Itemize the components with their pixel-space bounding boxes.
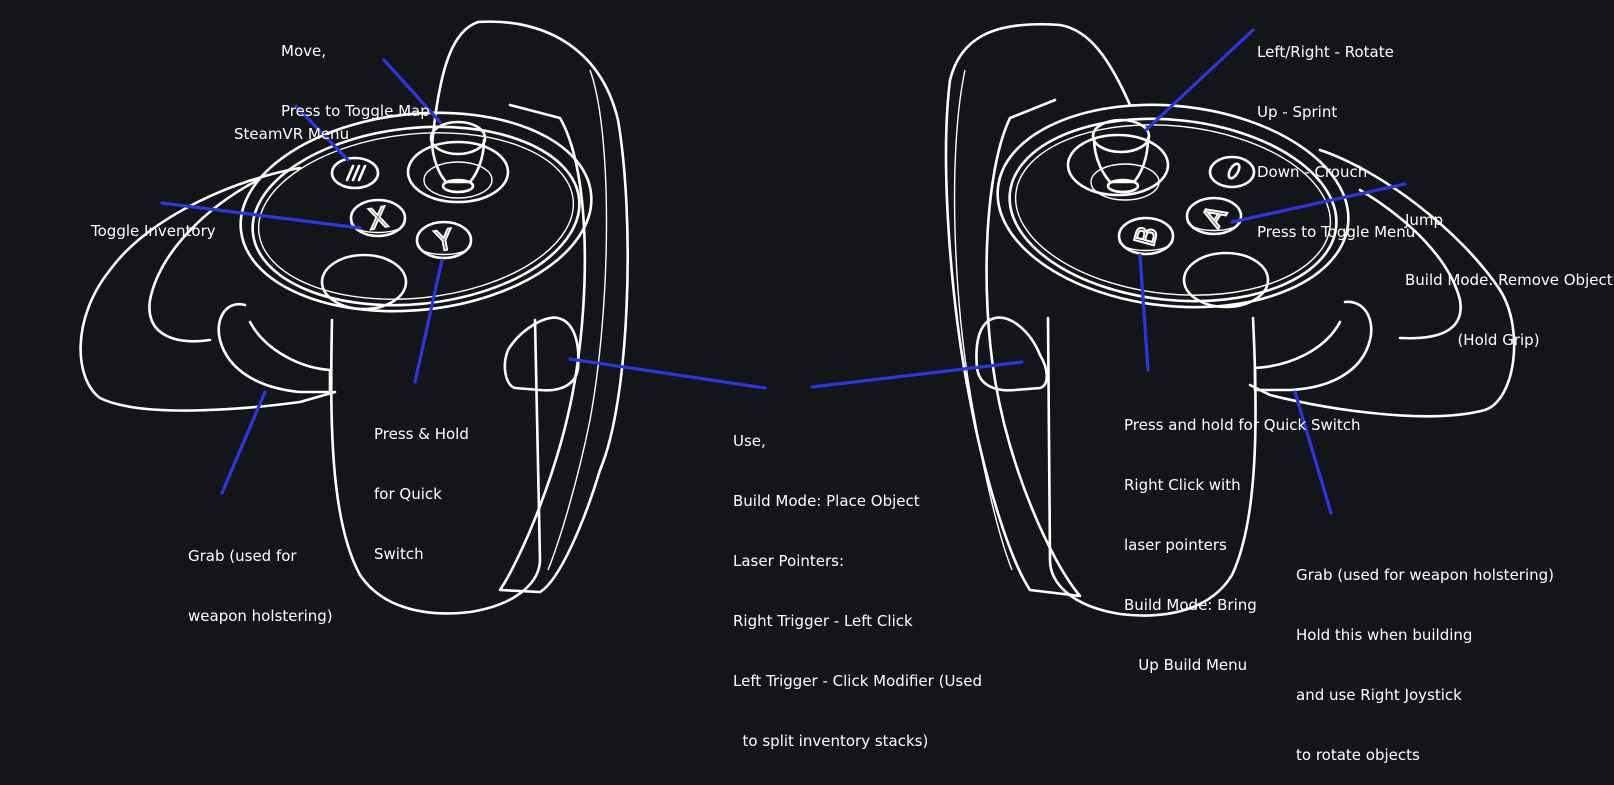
label-line: Up - Sprint xyxy=(1257,103,1338,121)
left-faceplate xyxy=(239,111,593,313)
leader-steamvr-menu xyxy=(294,104,350,162)
leader-y-button xyxy=(413,258,444,384)
leader-right-trigger xyxy=(810,360,1024,389)
right-wing xyxy=(1248,148,1516,418)
label-right-grip: Grab (used for weapon holstering) Hold t… xyxy=(1296,525,1554,785)
leader-a-button xyxy=(1230,182,1407,224)
left-menu-button xyxy=(330,156,380,190)
left-joystick-base xyxy=(406,140,510,204)
label-line: Hold this when building xyxy=(1296,626,1473,644)
label-line: (Hold Grip) xyxy=(1405,331,1540,349)
right-handle xyxy=(1046,316,1257,617)
x-button-letter: X xyxy=(366,201,391,237)
label-line: Laser Pointers: xyxy=(733,552,845,570)
label-y-button: Press & Hold for Quick Switch xyxy=(374,384,469,584)
left-tracking-ring-inner xyxy=(547,69,608,571)
right-controller: A B xyxy=(944,22,1516,617)
left-joystick-cap xyxy=(429,120,487,156)
right-grip-button xyxy=(1253,300,1373,392)
label-line: Build Mode: Remove Object xyxy=(1405,271,1613,289)
label-line: Press to Toggle Map xyxy=(281,102,430,120)
right-faceplate xyxy=(996,103,1350,309)
label-trigger: Use, Build Mode: Place Object Laser Poin… xyxy=(733,391,982,771)
right-system-button xyxy=(1208,155,1256,189)
label-line: for Quick xyxy=(374,485,442,503)
right-faceplate-rim xyxy=(1008,117,1338,303)
leader-right-joystick xyxy=(1144,28,1255,132)
label-line: Press & Hold xyxy=(374,425,469,443)
right-thumbrest xyxy=(1182,251,1270,309)
a-button-letter: A xyxy=(1195,200,1233,233)
label-left-joystick: Move, Press to Toggle Map xyxy=(281,1,430,141)
leader-right-grip xyxy=(1293,390,1333,515)
label-line: weapon holstering) xyxy=(188,607,333,625)
menu-lines-icon xyxy=(345,164,367,182)
leader-left-joystick xyxy=(382,58,442,124)
right-b-button xyxy=(1117,216,1175,256)
right-trigger xyxy=(975,316,1049,392)
label-line: Left Trigger - Click Modifier (Used xyxy=(733,672,982,690)
label-line: laser pointers xyxy=(1124,536,1227,554)
right-joystick-stick xyxy=(1092,136,1150,184)
y-button-letter: Y xyxy=(432,223,456,259)
label-line: Build Mode: Bring xyxy=(1124,596,1257,614)
label-line: Jump xyxy=(1405,211,1444,229)
left-faceplate-rim xyxy=(251,125,581,307)
label-line: Use, xyxy=(733,432,766,450)
right-joystick-cap xyxy=(1091,118,1151,154)
left-controller: X Y xyxy=(79,20,629,615)
left-x-button xyxy=(349,198,407,238)
label-line: Right Trigger - Left Click xyxy=(733,612,913,630)
label-line: Left/Right - Rotate xyxy=(1257,43,1394,61)
label-line: Grab (used for xyxy=(188,547,297,565)
label-line: Press to Toggle Menu xyxy=(1257,223,1416,241)
leader-b-button xyxy=(1138,253,1150,372)
label-line: to rotate objects xyxy=(1296,746,1420,764)
label-line: Down - Crouch xyxy=(1257,163,1368,181)
leader-toggle-inventory xyxy=(160,201,362,230)
label-left-grip: Grab (used for weapon holstering) xyxy=(188,506,333,646)
label-toggle-inventory: Toggle Inventory xyxy=(91,181,216,261)
label-a-button: Jump Build Mode: Remove Object (Hold Gri… xyxy=(1405,170,1613,370)
label-right-joystick: Left/Right - Rotate Up - Sprint Down - C… xyxy=(1257,2,1415,262)
leader-left-grip xyxy=(220,390,267,495)
label-line: SteamVR Menu xyxy=(234,125,350,143)
right-a-button xyxy=(1185,196,1243,236)
label-line: Move, xyxy=(281,42,326,60)
right-tracking-ring-inner xyxy=(953,69,1013,571)
b-button-letter: B xyxy=(1128,223,1165,250)
leader-lines xyxy=(160,28,1407,515)
left-thumbrest xyxy=(320,253,408,311)
label-line: to split inventory stacks) xyxy=(733,732,929,750)
oculus-icon xyxy=(1227,162,1241,180)
label-line: Right Click with xyxy=(1124,476,1241,494)
left-trigger xyxy=(503,316,580,392)
left-joystick-stick xyxy=(430,138,486,184)
label-line: Press and hold for Quick Switch xyxy=(1124,416,1361,434)
left-handle xyxy=(329,318,542,615)
left-y-button xyxy=(415,220,473,260)
label-line: Grab (used for weapon holstering) xyxy=(1296,566,1555,584)
label-steamvr-menu: SteamVR Menu xyxy=(234,84,349,164)
left-wing xyxy=(79,166,337,412)
right-wing-inner xyxy=(1358,188,1462,340)
label-line: and use Right Joystick xyxy=(1296,686,1462,704)
label-line: Build Mode: Place Object xyxy=(733,492,920,510)
right-joystick-base xyxy=(1066,133,1170,197)
leader-left-trigger xyxy=(568,357,767,390)
label-line: Toggle Inventory xyxy=(91,222,216,240)
left-wing-inner xyxy=(148,178,260,343)
label-line: Switch xyxy=(374,545,424,563)
left-grip-button xyxy=(217,302,332,394)
controller-diagram: X Y A xyxy=(79,20,1516,617)
